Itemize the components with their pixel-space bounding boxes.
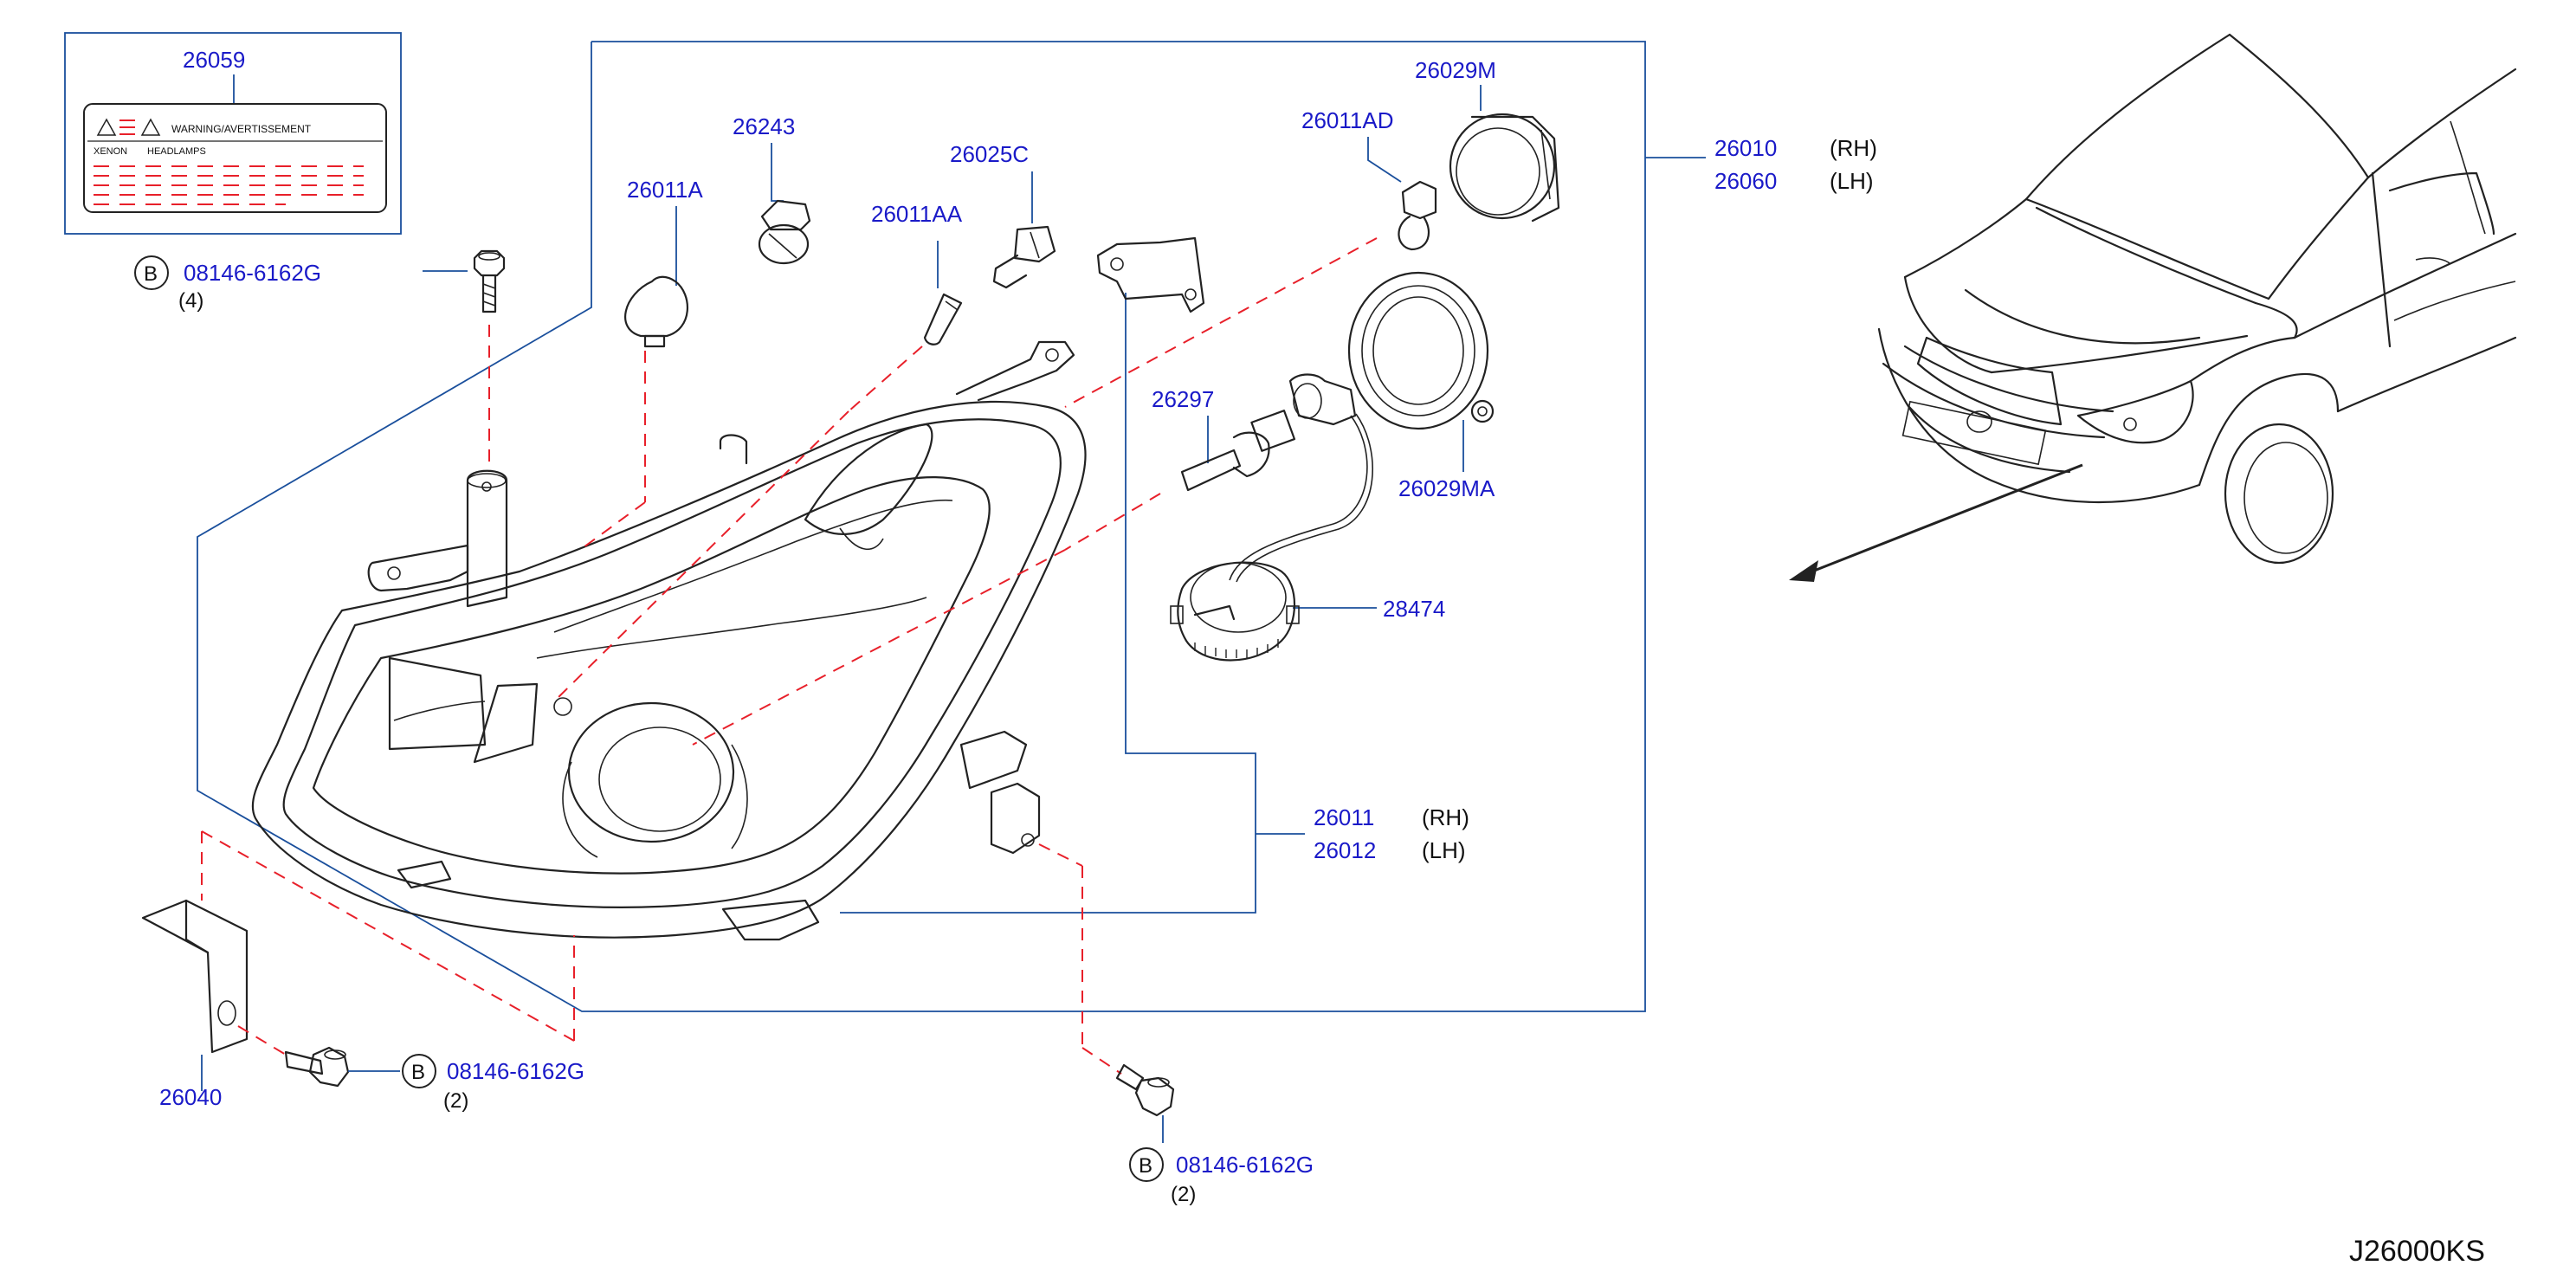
side-rh-26011: (RH): [1422, 804, 1469, 830]
diagram-code: J26000KS: [2349, 1235, 2485, 1268]
part-number-26010[interactable]: 26010: [1714, 135, 1777, 161]
warning-word-right: HEADLAMPS: [147, 146, 206, 157]
headlamp-assembly[interactable]: [251, 340, 1087, 941]
part-number-28474[interactable]: 28474: [1383, 596, 1445, 622]
arrow-head-icon: [1789, 560, 1818, 582]
part-number-26060[interactable]: 26060: [1714, 168, 1777, 194]
part-number-26011AD[interactable]: 26011AD: [1301, 107, 1394, 133]
part-number-26011AA[interactable]: 26011AA: [871, 201, 963, 227]
bolt-marker-b: [1129, 1147, 1164, 1182]
warning-triangle-icon: [96, 118, 117, 136]
bolt-top[interactable]: [473, 249, 506, 313]
part-number-26011A[interactable]: 26011A: [627, 177, 703, 203]
warning-title: WARNING/AVERTISSEMENT: [171, 123, 312, 135]
clip-bracket[interactable]: [1096, 236, 1205, 313]
bolt-callout-bracket: B 08146-6162G (2): [402, 1054, 584, 1113]
cap-26029M[interactable]: [1449, 113, 1560, 223]
socket-26243[interactable]: [758, 199, 811, 265]
side-rh-26010: (RH): [1830, 135, 1877, 161]
part-number-26025C[interactable]: 26025C: [950, 141, 1029, 167]
assembly-boundary: [197, 41, 1646, 1012]
bulb-26011A[interactable]: [624, 275, 688, 348]
bolt-part-number[interactable]: 08146-6162G: [447, 1058, 584, 1084]
part-number-26040[interactable]: 26040: [159, 1084, 222, 1110]
bolt-callout-top: B 08146-6162G (4): [134, 255, 468, 313]
bolt-qty: (2): [1171, 1183, 1196, 1206]
side-lh-26060: (LH): [1830, 168, 1874, 194]
bolt-marker-b: [134, 255, 169, 290]
part-number-26011[interactable]: 26011: [1314, 804, 1374, 830]
svg-text:B: B: [144, 262, 158, 286]
socket-26025C[interactable]: [992, 225, 1056, 289]
xenon-bulb-26297[interactable]: [1180, 373, 1357, 492]
bolt-bottom[interactable]: [1115, 1063, 1175, 1117]
svg-text:B: B: [411, 1061, 425, 1084]
part-number-26297[interactable]: 26297: [1152, 386, 1214, 412]
warning-word-left: XENON: [94, 146, 127, 157]
part-number-26059[interactable]: 26059: [183, 47, 245, 73]
ballast-28474[interactable]: [1170, 561, 1300, 662]
label-frame: [64, 32, 402, 235]
part-number-26012[interactable]: 26012: [1314, 837, 1376, 863]
bolt-marker-b: [402, 1054, 436, 1088]
vehicle-location-illustration: [1877, 33, 2517, 565]
seal-26029MA[interactable]: [1347, 271, 1495, 430]
part-number-26243[interactable]: 26243: [733, 113, 795, 139]
ballast-fins: [1194, 639, 1279, 658]
bulb-26011AD[interactable]: [1398, 180, 1437, 251]
bolt-qty: (2): [443, 1089, 468, 1113]
label-26059-group: 26059 WARNING/AVERTISSEMENT XENON HEADLA…: [64, 32, 402, 235]
svg-text:B: B: [1139, 1154, 1152, 1178]
bolt-part-number[interactable]: 08146-6162G: [184, 260, 321, 286]
part-number-26029M[interactable]: 26029M: [1415, 57, 1496, 83]
warning-triangle-icon: [140, 118, 161, 136]
bolt-bracket[interactable]: [284, 1046, 350, 1088]
direction-arrow: [1800, 463, 2083, 578]
bolt-qty: (4): [178, 289, 203, 313]
bolt-callout-bottom: B 08146-6162G (2): [1129, 1147, 1314, 1206]
side-lh-26012: (LH): [1422, 837, 1466, 863]
part-number-26029MA[interactable]: 26029MA: [1398, 475, 1495, 501]
warning-text-lines: [94, 165, 364, 205]
bolt-part-number[interactable]: 08146-6162G: [1176, 1152, 1314, 1178]
bracket-26040[interactable]: [141, 899, 249, 1054]
bulb-26011AA[interactable]: [923, 293, 963, 345]
